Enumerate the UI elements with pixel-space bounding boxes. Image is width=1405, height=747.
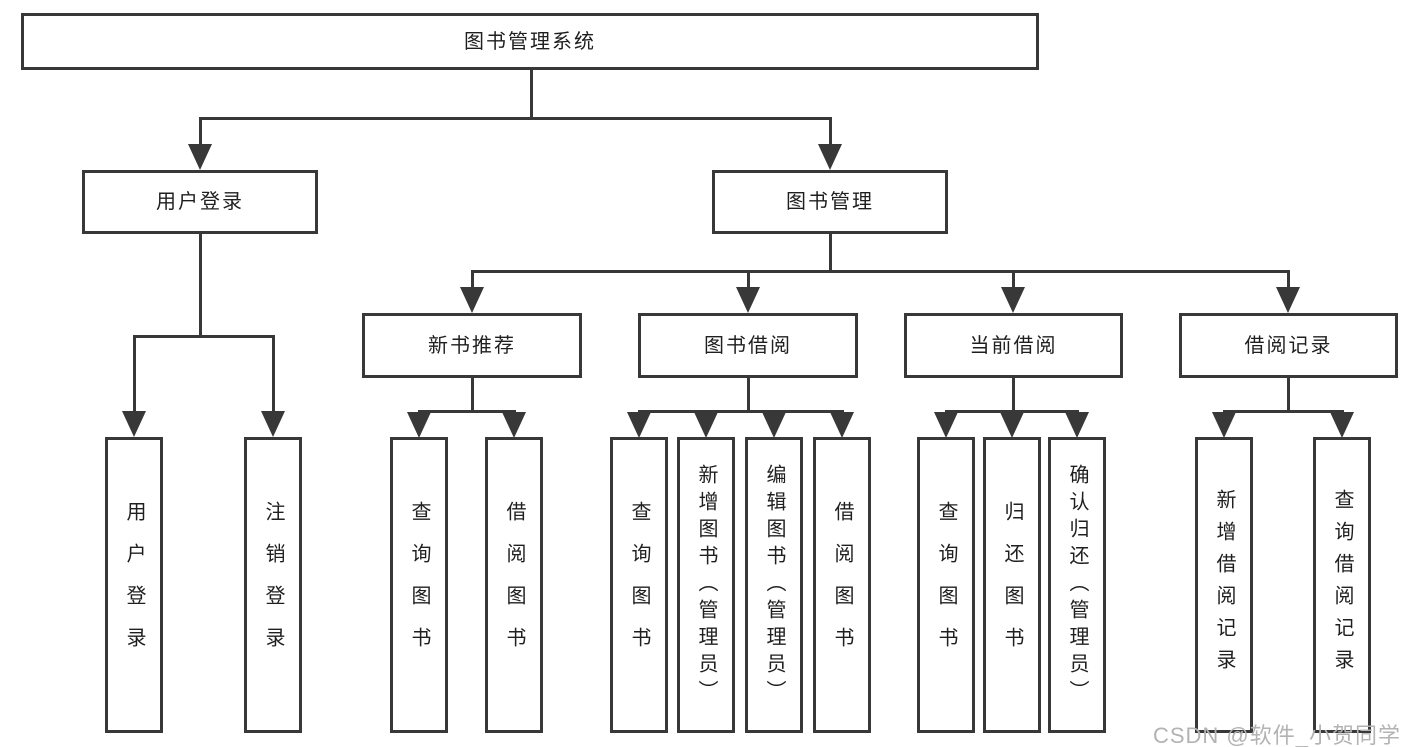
connector-current-borrowing-rail [945, 410, 1079, 413]
leaf-logout: 注销登录 [244, 437, 302, 733]
leaf-return-books: 归还图书 [983, 437, 1041, 733]
connector-drop-current-borrowing [1012, 270, 1015, 290]
connector-drop-new-book [471, 270, 474, 290]
connector-drop-book-borrowing [747, 270, 750, 290]
connector-user-login-rail [133, 335, 275, 338]
node-root: 图书管理系统 [21, 13, 1039, 70]
node-user-login: 用户登录 [82, 170, 318, 234]
connector-new-book-rail [418, 410, 516, 413]
csdn-watermark: CSDN @软件_小贺同学 [1152, 723, 1401, 747]
arrow-down-icon [627, 412, 651, 438]
arrow-down-icon [407, 412, 431, 438]
node-book-management: 图书管理 [712, 170, 948, 234]
connector-book-management-stub [829, 234, 832, 273]
arrow-down-icon [1212, 412, 1236, 438]
leaf-query-books-recommend: 查询图书 [390, 437, 448, 733]
arrow-down-icon [694, 412, 718, 438]
connector-drop-borrowing-records [1287, 270, 1290, 290]
leaf-user-login: 用户登录 [105, 437, 163, 733]
connector-book-borrowing-rail [638, 410, 844, 413]
connector-drop-user-login [199, 117, 202, 147]
connector-drop-logout-leaf [272, 335, 275, 414]
arrow-down-icon [460, 287, 484, 313]
node-borrowing-records: 借阅记录 [1179, 313, 1398, 378]
arrow-down-icon [261, 411, 285, 437]
leaf-edit-books-admin: 编辑图书（管理员） [745, 437, 803, 733]
node-new-book-recommend: 新书推荐 [362, 313, 582, 378]
leaf-borrow-books-recommend: 借阅图书 [485, 437, 543, 733]
connector-level3-rail [471, 270, 1290, 273]
leaf-query-books-current: 查询图书 [917, 437, 975, 733]
arrow-down-icon [1001, 287, 1025, 313]
arrow-down-icon [1276, 287, 1300, 313]
leaf-query-borrow-record: 查询借阅记录 [1313, 437, 1371, 733]
connector-user-login-stub [199, 234, 202, 338]
arrow-down-icon [934, 412, 958, 438]
arrow-down-icon [122, 411, 146, 437]
connector-drop-login-leaf [133, 335, 136, 414]
connector-level2-rail [199, 117, 832, 120]
connector-new-book-stub [471, 378, 474, 413]
leaf-add-borrow-record: 新增借阅记录 [1195, 437, 1253, 733]
connector-root-stub [530, 70, 533, 117]
arrow-down-icon [1000, 412, 1024, 438]
connector-borrowing-records-stub [1287, 378, 1290, 413]
connector-borrowing-records-rail [1223, 410, 1344, 413]
node-book-borrowing: 图书借阅 [638, 313, 858, 378]
arrow-down-icon [502, 412, 526, 438]
leaf-query-books-borrowing: 查询图书 [610, 437, 668, 733]
leaf-confirm-return-admin: 确认归还（管理员） [1048, 437, 1106, 733]
arrow-down-icon [1065, 412, 1089, 438]
arrow-down-icon [818, 144, 842, 170]
arrow-down-icon [1330, 412, 1354, 438]
leaf-borrow-books-borrowing: 借阅图书 [813, 437, 871, 733]
arrow-down-icon [762, 412, 786, 438]
arrow-down-icon [188, 144, 212, 170]
arrow-down-icon [830, 412, 854, 438]
node-current-borrowing: 当前借阅 [904, 313, 1123, 378]
connector-current-borrowing-stub [1012, 378, 1015, 413]
connector-drop-book-management [829, 117, 832, 147]
connector-book-borrowing-stub [747, 378, 750, 413]
leaf-add-books-admin: 新增图书（管理员） [677, 437, 735, 733]
arrow-down-icon [736, 287, 760, 313]
